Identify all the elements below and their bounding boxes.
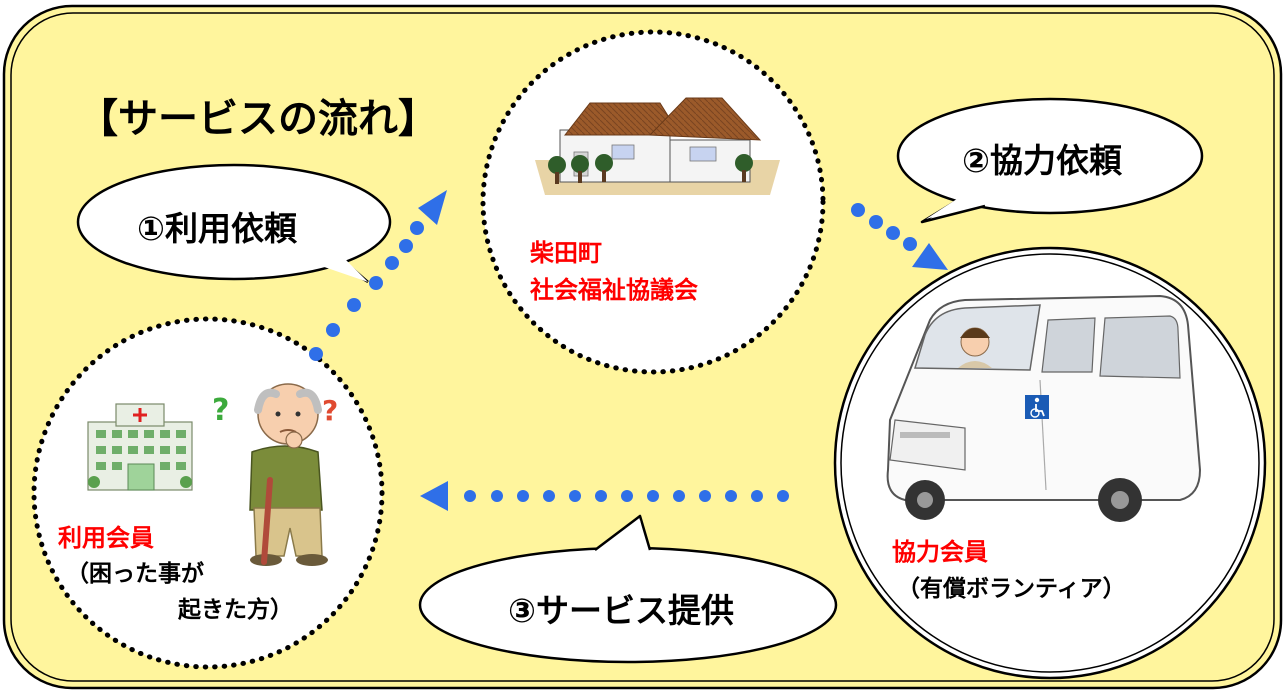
question-mark-icon: ? ? bbox=[212, 393, 338, 428]
step1-bubble bbox=[76, 163, 392, 284]
step2-label: ②協力依頼 bbox=[962, 141, 1122, 180]
user-member-label: 利用会員 bbox=[58, 524, 154, 552]
cooperating-member-desc: （有償ボランティア） bbox=[897, 576, 1126, 602]
step3-label: ③サービス提供 bbox=[508, 591, 734, 630]
council-name-line1: 柴田町 bbox=[530, 239, 602, 267]
cooperating-member-label: 協力会員 bbox=[892, 538, 988, 566]
wheelchair-symbol-icon bbox=[1025, 395, 1049, 419]
diagram-title: 【サービスの流れ】 bbox=[78, 96, 438, 142]
house-icon bbox=[535, 97, 780, 195]
step2-bubble bbox=[896, 97, 1204, 224]
user-member-desc-2: 起きた方） bbox=[178, 597, 293, 623]
arrow-council-to-cooperator bbox=[851, 203, 948, 270]
cooperator-circle-inner bbox=[840, 253, 1260, 673]
step1-label: ①利用依頼 bbox=[137, 209, 297, 248]
inner-frame bbox=[10, 12, 1275, 682]
arrow-cooperator-to-user bbox=[420, 481, 789, 511]
svg-text:?: ? bbox=[212, 393, 229, 428]
elderly-man-icon bbox=[249, 383, 328, 566]
arrow-user-to-council bbox=[309, 190, 447, 361]
driver-icon bbox=[958, 327, 992, 368]
council-name-line2: 社会福祉協議会 bbox=[530, 276, 698, 304]
svg-text:?: ? bbox=[322, 394, 338, 427]
step3-bubble bbox=[418, 514, 838, 664]
hospital-icon bbox=[87, 403, 193, 491]
council-circle bbox=[480, 29, 826, 375]
user-member-desc-1: （困った事が bbox=[66, 561, 204, 587]
